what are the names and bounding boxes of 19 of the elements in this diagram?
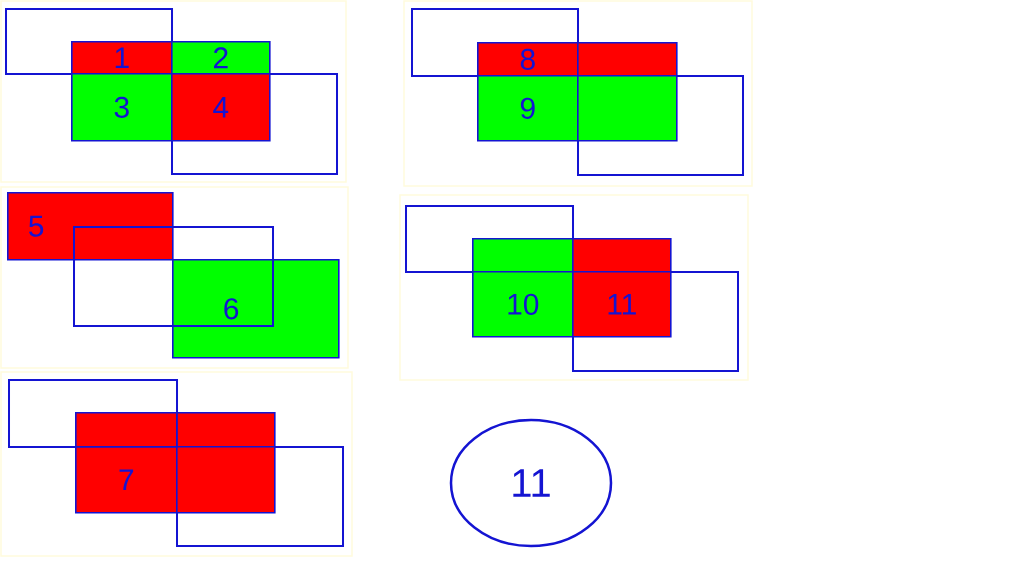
colored-cell xyxy=(176,412,276,448)
colored-cell: 10 xyxy=(472,271,574,338)
outline-rectangle xyxy=(73,226,274,327)
colored-cell xyxy=(572,238,672,273)
colored-cell: 6 xyxy=(172,259,340,359)
colored-cell: 3 xyxy=(71,73,173,142)
colored-cell: 5 xyxy=(7,192,174,261)
colored-cell: 1 xyxy=(71,41,173,75)
colored-cell: 4 xyxy=(171,73,271,142)
colored-cell: 8 xyxy=(477,42,579,77)
colored-cell xyxy=(472,238,574,273)
colored-cell xyxy=(176,446,276,514)
colored-cell xyxy=(577,75,678,142)
colored-cell xyxy=(577,42,678,77)
colored-cell: 11 xyxy=(572,271,672,338)
colored-cell: 2 xyxy=(171,41,271,75)
colored-cell: 7 xyxy=(75,446,178,514)
colored-cell xyxy=(75,412,178,448)
colored-cell: 9 xyxy=(477,75,579,142)
